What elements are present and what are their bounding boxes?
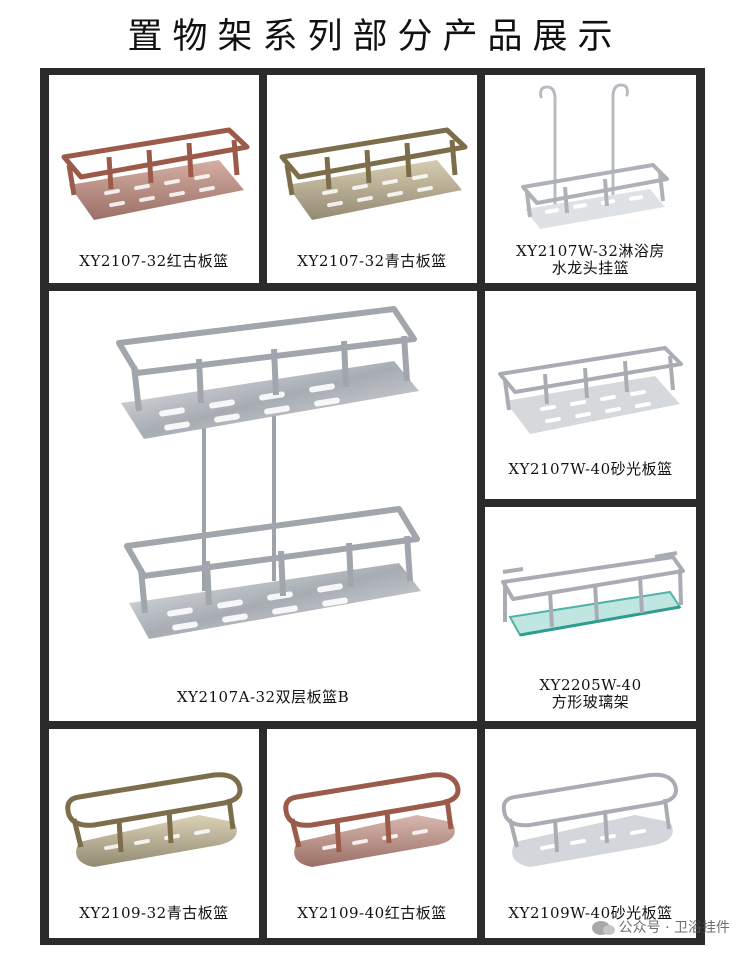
product-caption: XY2107A-32双层板篮B (176, 688, 350, 706)
watermark: 公众号 · 卫浴挂件 (592, 917, 730, 937)
product-caption: XY2107-32红古板篮 (79, 252, 229, 270)
product-card-4[interactable]: XY2107A-32双层板篮B (49, 291, 477, 721)
double-basket-image (116, 306, 421, 639)
product-caption: XY2109-32青古板篮 (79, 904, 229, 922)
basket-image (279, 127, 468, 220)
product-card-6[interactable]: XY2205W-40 方形玻璃架 (485, 507, 696, 721)
product-card-2[interactable]: XY2107-32青古板篮 (267, 75, 477, 283)
basket-image (61, 127, 250, 220)
product-caption: XY2109W-40砂光板篮 (508, 904, 673, 922)
product-caption: XY2107-32青古板篮 (297, 252, 447, 270)
product-card-8[interactable]: XY2109-40红古板篮 (267, 729, 477, 938)
page-title: 置物架系列部分产品展示 (127, 17, 623, 57)
basket-image (498, 346, 683, 434)
product-caption: XY2107W-32淋浴房 水龙头挂篮 (516, 242, 665, 277)
product-card-3[interactable]: XY2107W-32淋浴房 水龙头挂篮 (485, 75, 696, 283)
wechat-icon (592, 921, 616, 935)
product-card-5[interactable]: XY2107W-40砂光板篮 (485, 291, 696, 499)
product-grid: XY2107-32红古板篮 (40, 68, 705, 945)
hanging-basket-image (521, 83, 669, 229)
product-card-9[interactable]: XY2109W-40砂光板篮 (485, 729, 696, 938)
oval-basket-image (283, 772, 461, 867)
oval-basket-image (501, 772, 678, 867)
product-caption: XY2109-40红古板篮 (297, 904, 447, 922)
product-card-7[interactable]: XY2109-32青古板篮 (49, 729, 259, 938)
product-caption: XY2107W-40砂光板篮 (508, 460, 673, 478)
watermark-text: 公众号 · 卫浴挂件 (618, 920, 730, 936)
glass-shelf-image (501, 551, 685, 637)
product-caption: XY2205W-40 方形玻璃架 (539, 676, 642, 711)
product-card-1[interactable]: XY2107-32红古板篮 (49, 75, 259, 283)
oval-basket-image (65, 772, 243, 867)
